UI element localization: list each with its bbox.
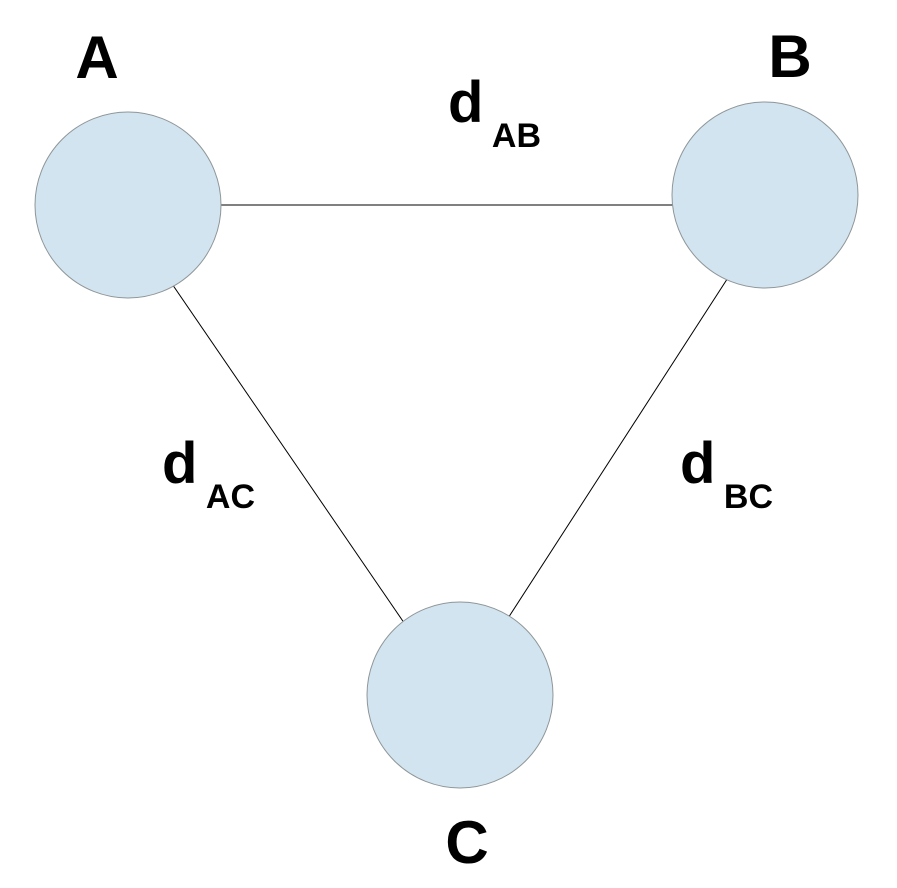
edge-ab-label-sub: AB xyxy=(492,117,541,155)
edge-ac-label: d AC xyxy=(162,431,255,516)
edge-bc-line xyxy=(458,204,776,695)
edge-ab-label: d AB xyxy=(448,70,541,155)
edge-labels: d AB d AC d BC xyxy=(162,70,773,516)
node-b-label: B xyxy=(768,23,811,90)
node-c-label: C xyxy=(445,809,488,876)
edge-bc-label: d BC xyxy=(680,431,773,516)
edge-bc-label-main: d xyxy=(680,431,715,496)
node-c-circle xyxy=(366,601,554,789)
node-b-circle xyxy=(671,101,859,289)
edge-bc-label-sub: BC xyxy=(724,478,773,516)
edge-ab-label-main: d xyxy=(448,70,483,135)
edge-ac-label-sub: AC xyxy=(206,478,255,516)
node-labels: A B C xyxy=(75,23,811,876)
edge-ac-label-main: d xyxy=(162,431,197,496)
nodes xyxy=(34,101,859,789)
node-a-circle xyxy=(34,111,222,299)
node-a-label: A xyxy=(75,24,118,91)
